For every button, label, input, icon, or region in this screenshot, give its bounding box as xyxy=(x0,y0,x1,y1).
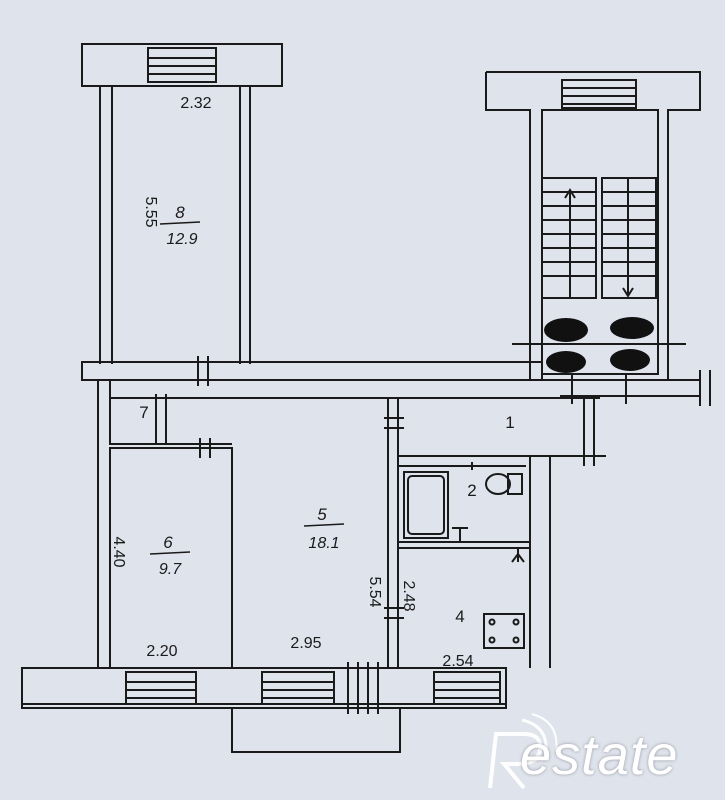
room8-top-wall xyxy=(81,43,283,87)
bath-walls xyxy=(384,396,606,668)
dim-room6-width: 2.20 xyxy=(146,643,177,660)
room7-number: 7 xyxy=(139,403,148,422)
dim-room5-length: 5.54 xyxy=(366,576,383,607)
corridor-wall xyxy=(81,356,700,399)
room8-walls xyxy=(99,85,251,364)
redaction-marks xyxy=(544,317,654,373)
dim-room4-width: 2.54 xyxy=(442,653,473,670)
room1-number: 1 xyxy=(505,413,514,432)
dim-room8-width: 2.32 xyxy=(180,95,211,112)
room4-number: 4 xyxy=(455,607,464,626)
room6-number: 6 xyxy=(163,533,173,552)
restate-logo xyxy=(488,713,558,790)
dim-room5-width: 2.95 xyxy=(290,635,321,652)
bottom-wall xyxy=(21,662,507,753)
room8-area: 12.9 xyxy=(166,231,197,248)
stairwell xyxy=(485,71,711,406)
room2-number: 2 xyxy=(467,481,476,500)
watermark-text: estate xyxy=(520,723,679,786)
room6-area: 9.7 xyxy=(159,561,182,578)
room7-walls xyxy=(97,380,232,668)
room8-number: 8 xyxy=(175,203,185,222)
dim-room8-length: 5.55 xyxy=(142,196,159,227)
room5-number: 5 xyxy=(317,505,327,524)
room5-area: 18.1 xyxy=(308,535,339,552)
dim-room4-length: 2.48 xyxy=(400,580,417,611)
dim-room6-length: 4.40 xyxy=(110,536,127,567)
